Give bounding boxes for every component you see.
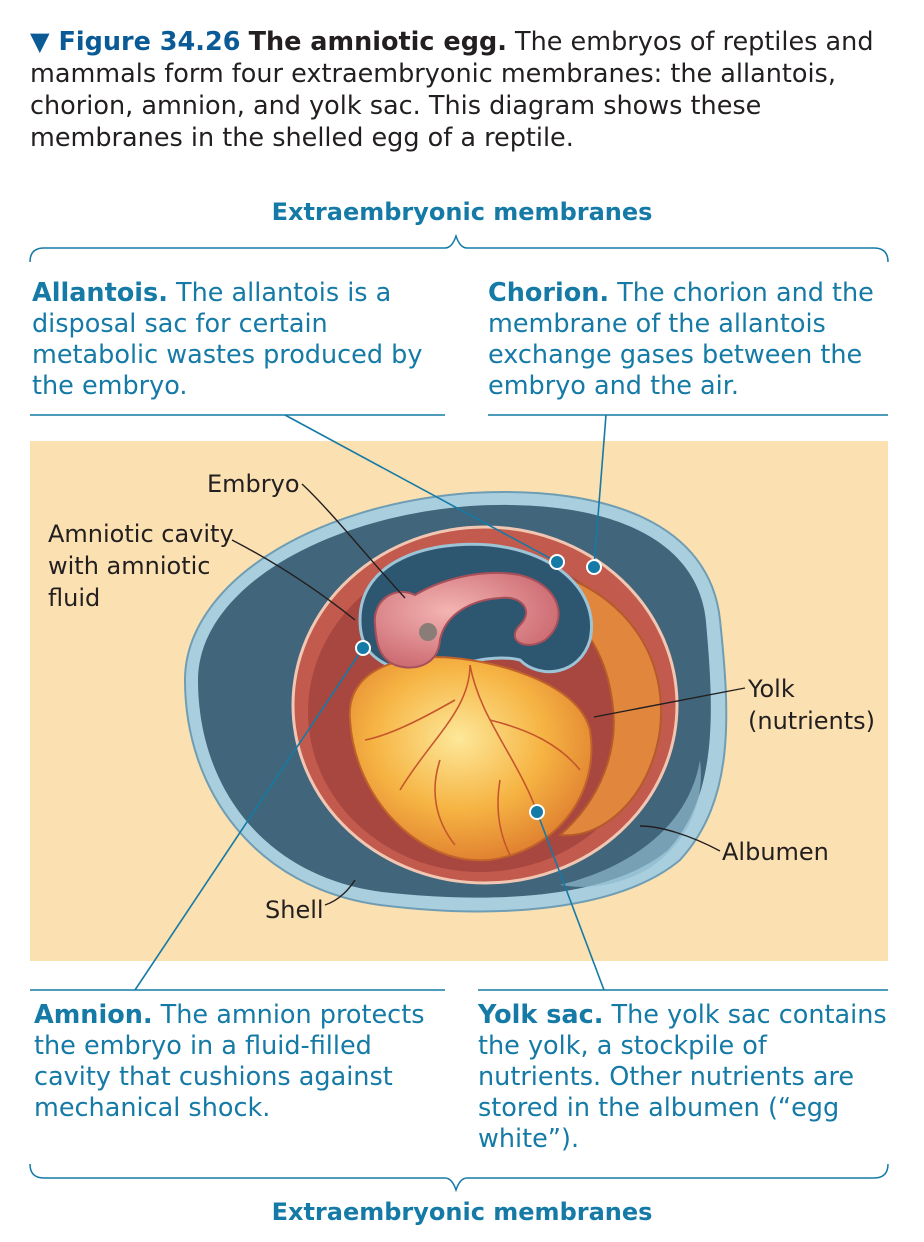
allantois bbox=[543, 573, 662, 837]
label-amniotic-cavity-1: Amniotic cavity bbox=[48, 520, 234, 548]
embryo bbox=[373, 571, 560, 669]
label-amniotic-cavity-3: fluid bbox=[48, 584, 100, 612]
callout-allantois-text: The allantois is a disposal sac for cert… bbox=[32, 278, 423, 401]
allantois-pointer-dot bbox=[549, 554, 565, 570]
header-extraembryonic-bottom: Extraembryonic membranes bbox=[271, 1198, 653, 1226]
callout-allantois: Allantois. The allantois is a disposal s… bbox=[32, 278, 452, 402]
callout-yolk-sac: Yolk sac. The yolk sac contains the yolk… bbox=[478, 1000, 888, 1155]
label-shell: Shell bbox=[265, 896, 324, 924]
albumen-highlight bbox=[560, 760, 701, 887]
bottom-brace bbox=[29, 1163, 889, 1193]
callout-chorion-name: Chorion. bbox=[488, 278, 610, 308]
embryo-eye bbox=[419, 623, 437, 641]
figure-caption: ▼ Figure 34.26 The amniotic egg. The emb… bbox=[30, 26, 900, 154]
callout-amnion: Amnion. The amnion protects the embryo i… bbox=[34, 1000, 444, 1124]
callout-leaders bbox=[134, 414, 607, 991]
caption-text: The embryos of reptiles and mammals form… bbox=[30, 27, 874, 153]
label-embryo: Embryo bbox=[207, 470, 300, 498]
callout-yolk-sac-name: Yolk sac. bbox=[478, 1000, 604, 1030]
amnion-pointer-dot bbox=[355, 640, 371, 656]
label-albumen: Albumen bbox=[722, 838, 829, 866]
label-leaders bbox=[231, 483, 746, 906]
label-yolk-2: (nutrients) bbox=[748, 707, 875, 735]
yolk-vessels bbox=[364, 664, 581, 856]
header-extraembryonic-top: Extraembryonic membranes bbox=[271, 198, 653, 226]
top-brace bbox=[29, 233, 889, 263]
figure-title: The amniotic egg. bbox=[248, 27, 507, 57]
callout-chorion-text: The chorion and the membrane of the alla… bbox=[488, 278, 874, 401]
figure-label: ▼ Figure 34.26 bbox=[30, 27, 241, 57]
chorion-pointer-dot bbox=[586, 559, 602, 575]
callout-amnion-name: Amnion. bbox=[34, 1000, 153, 1030]
yolk-sac-pointer-dot bbox=[529, 804, 545, 820]
callout-allantois-name: Allantois. bbox=[32, 278, 168, 308]
callout-amnion-text: The amnion protects the embryo in a flui… bbox=[34, 1000, 425, 1123]
callout-chorion: Chorion. The chorion and the membrane of… bbox=[488, 278, 888, 402]
label-yolk-1: Yolk bbox=[747, 675, 795, 703]
callout-yolk-sac-text: The yolk sac contains the yolk, a stockp… bbox=[478, 1000, 887, 1154]
label-amniotic-cavity-2: with amniotic bbox=[48, 552, 210, 580]
